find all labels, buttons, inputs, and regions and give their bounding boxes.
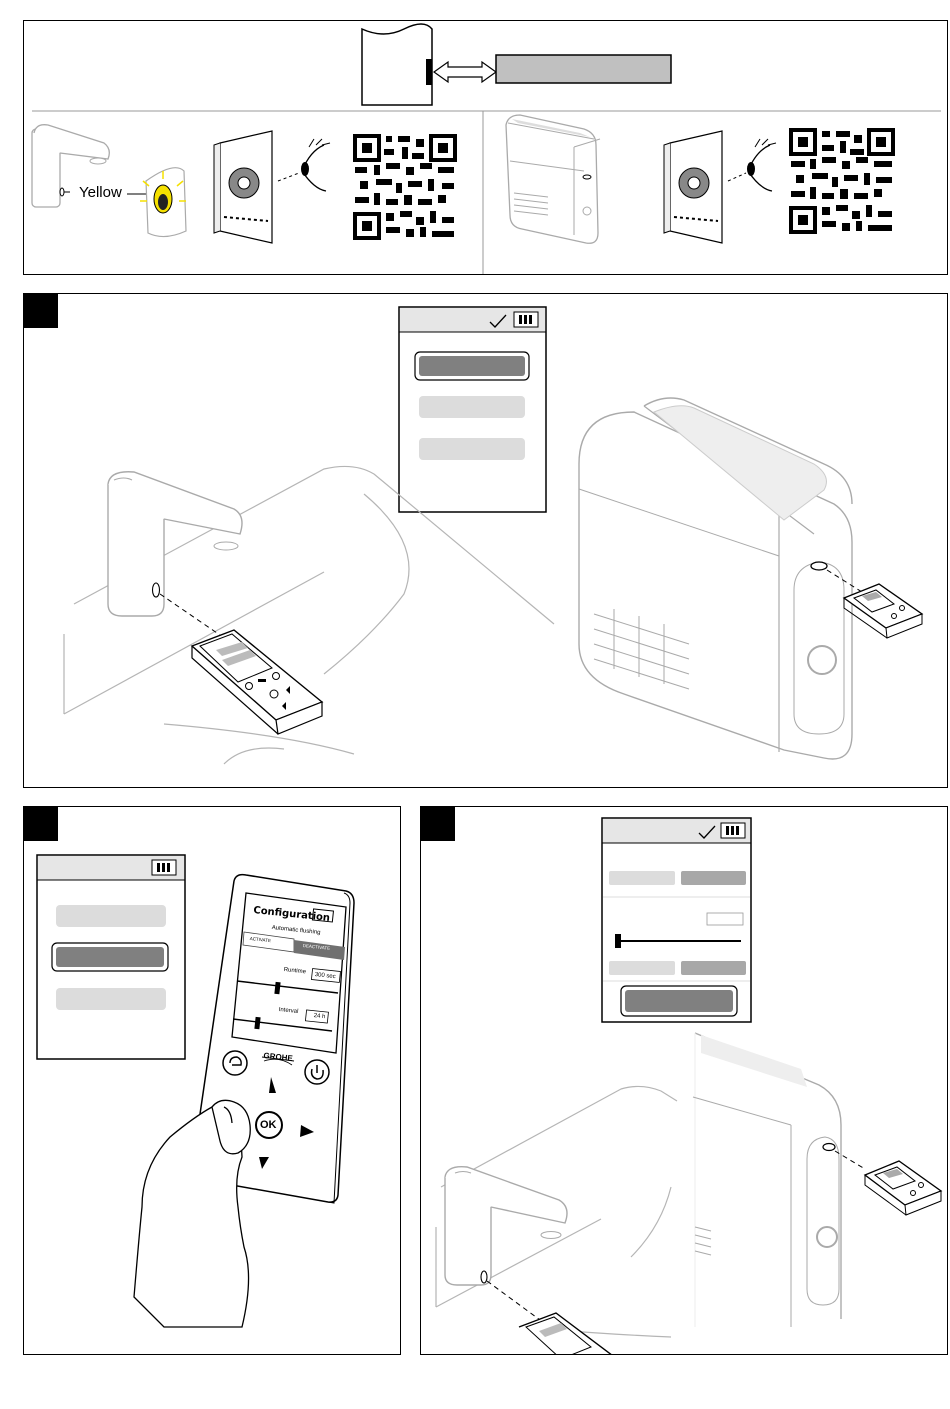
remote-control-icon [844,584,922,638]
control-box-icon [693,1033,865,1327]
qr-code-icon [354,135,456,239]
qr-code-icon [790,129,894,233]
manual-booklet-icon [214,131,299,243]
ok-button-label[interactable]: OK [260,1119,277,1131]
app-screen-mock [399,307,546,512]
app-screen-mock [602,818,751,1022]
step-1-illustration [24,294,948,788]
led-color-label: Yellow [79,184,122,201]
remote-control-icon [192,630,322,734]
step-panel-3 [420,806,948,1355]
led-yellow-icon [140,168,186,237]
faucet-icon [108,472,242,646]
step-3-illustration [421,807,948,1355]
eye-icon [747,139,776,191]
step-panel-2: Configuration Automatic flushing ACTIVAT… [23,806,401,1355]
step-panel-1 [23,293,948,788]
manual-booklet-icon [664,131,746,243]
eye-icon [301,139,330,191]
faucet-icon [445,1167,567,1331]
intro-panel: Yellow [23,20,948,275]
app-screen-mock [37,855,185,1059]
hand-icon [134,1100,250,1327]
step-2-illustration [24,807,401,1355]
ir-sensor-icon [823,1144,835,1151]
interval-value: 24 h [313,1013,325,1020]
intro-illustration [24,21,948,275]
remote-control-icon [865,1161,941,1215]
ir-sensor-icon [811,562,827,570]
control-box-small-icon [506,115,600,243]
control-box-icon [579,398,862,759]
back-button-icon [223,1051,247,1075]
